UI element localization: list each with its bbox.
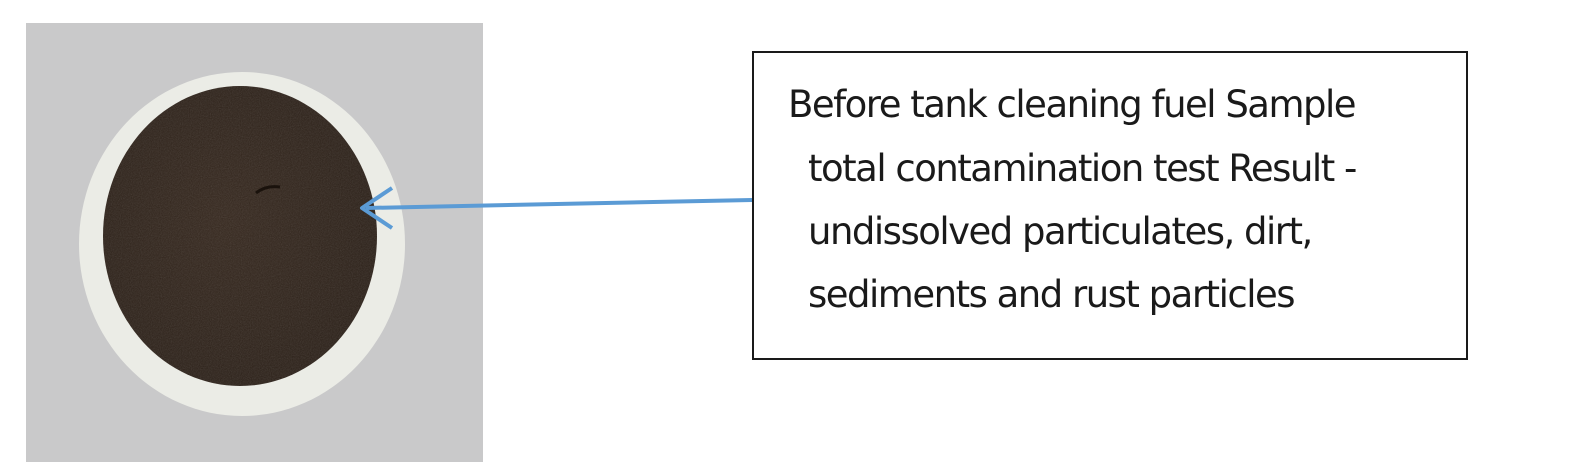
caption-box: Before tank cleaning fuel Sample total c… xyxy=(752,51,1468,360)
filter-paper-photo xyxy=(26,23,483,462)
caption-line-2: total contamination test Result - xyxy=(808,147,1357,190)
residue-texture xyxy=(103,86,377,386)
filter-paper-illustration xyxy=(79,72,405,416)
caption-line-4: sediments and rust particles xyxy=(808,273,1296,316)
caption-line-3: undissolved particulates, dirt, xyxy=(808,210,1313,253)
caption-line-1: Before tank cleaning fuel Sample xyxy=(788,83,1357,126)
residue-mark xyxy=(255,185,281,195)
